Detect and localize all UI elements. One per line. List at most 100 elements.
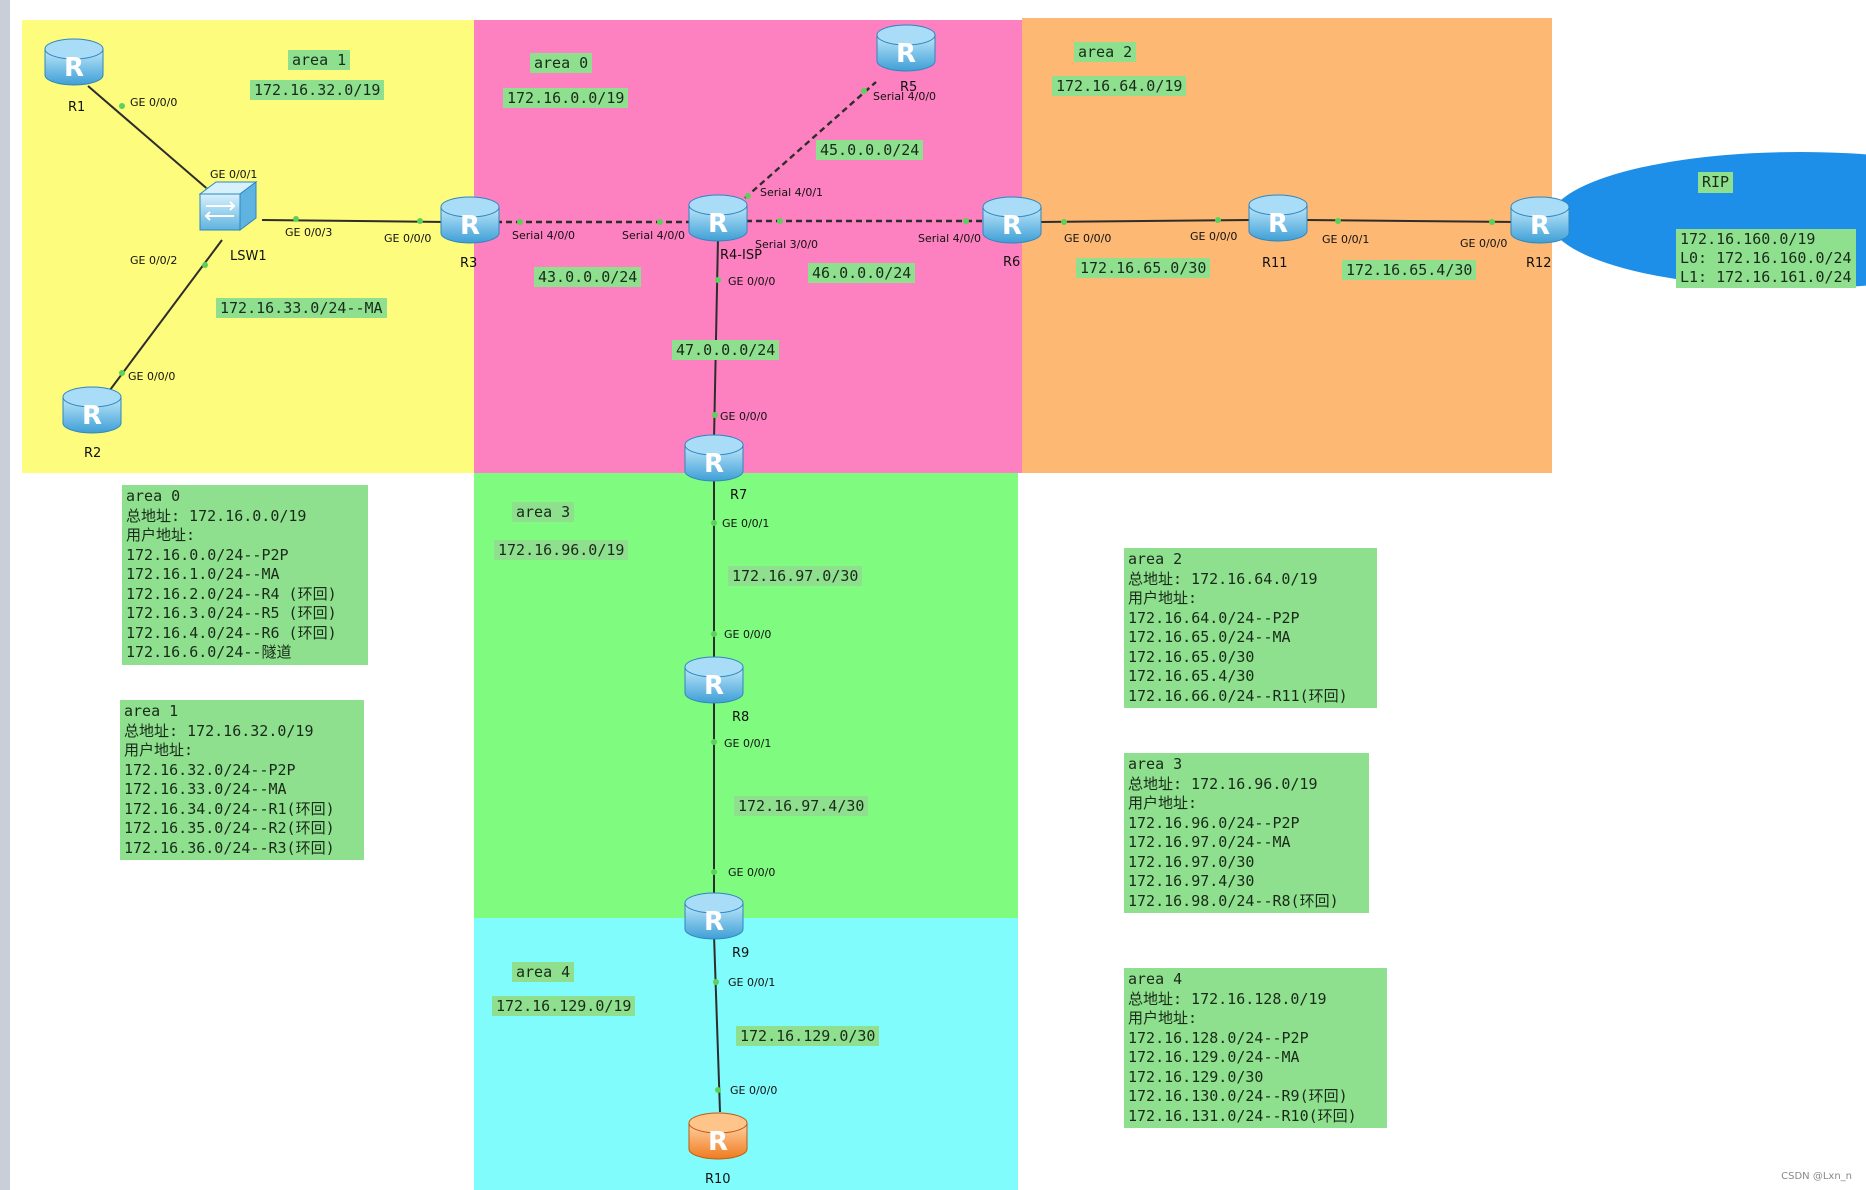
note-line: 总地址: 172.16.128.0/19 (1128, 989, 1327, 1008)
rip-details: 172.16.160.0/19 L0: 172.16.160.0/24 L1: … (1676, 229, 1856, 288)
subnet-r6-r11: 172.16.65.0/30 (1076, 258, 1211, 278)
r4-router-icon[interactable]: R (688, 194, 748, 242)
note-line: 172.16.97.0/30 (1128, 852, 1255, 871)
subnet-r11-r12: 172.16.65.4/30 (1342, 260, 1477, 280)
note-line: 用户地址: (1128, 1009, 1198, 1027)
port-label: Serial 4/0/0 (512, 229, 576, 242)
r11-router-icon[interactable]: R (1248, 194, 1308, 242)
note-line: 172.16.65.0/24--MA (1128, 628, 1291, 646)
r6-router-icon[interactable]: R (982, 196, 1042, 244)
note-line: 用户地址: (1128, 589, 1198, 607)
device-label-lsw1: LSW1 (230, 249, 267, 264)
port-label: Serial 4/0/1 (760, 186, 824, 199)
r10-router-icon[interactable]: R (688, 1112, 748, 1160)
note-line: 172.16.2.0/24--R4 (环回) (126, 584, 337, 603)
r9-router-icon[interactable]: R (684, 892, 744, 940)
window-left-border (0, 0, 10, 1190)
r12-router-icon[interactable]: R (1510, 196, 1570, 244)
port-label: GE 0/0/2 (130, 254, 178, 267)
area1-ma-subnet: 172.16.33.0/24--MA (216, 298, 387, 318)
note-line: 总地址: 172.16.32.0/19 (124, 721, 314, 740)
rip-title: RIP (1698, 172, 1734, 193)
note-line: 172.16.66.0/24--R11(环回) (1128, 686, 1348, 705)
note-line: area 4 (1128, 970, 1183, 988)
note-line: 172.16.33.0/24--MA (124, 780, 287, 798)
port-label: GE 0/0/0 (130, 96, 178, 109)
port-label: GE 0/0/1 (210, 168, 258, 181)
link-r6-r11 (1039, 219, 1251, 223)
note-line: 172.16.3.0/24--R5 (环回) (126, 604, 337, 622)
device-label-r1: R1 (68, 100, 86, 115)
port-label: GE 0/0/0 (730, 1084, 778, 1097)
lsw1-switch-icon[interactable] (198, 181, 258, 231)
r1-router-icon[interactable]: R (44, 38, 104, 86)
rip-loopback0: L0: 172.16.160.0/24 (1680, 249, 1852, 267)
area3-prefix: 172.16.96.0/19 (494, 540, 629, 560)
r8-router-icon[interactable]: R (684, 656, 744, 704)
r5-router-icon[interactable]: R (876, 24, 936, 72)
port-label: Serial 4/0/0 (622, 229, 686, 242)
note-line: 172.16.32.0/24--P2P (124, 760, 296, 779)
rip-prefix: 172.16.160.0/19 (1680, 230, 1816, 248)
area2-title: area 2 (1074, 42, 1137, 62)
svg-text:R: R (82, 401, 102, 431)
area2-prefix: 172.16.64.0/19 (1052, 76, 1187, 96)
device-label-r4: R4-ISP (720, 248, 762, 263)
note-line: 总地址: 172.16.64.0/19 (1128, 569, 1318, 588)
note-line: 总地址: 172.16.96.0/19 (1128, 774, 1318, 793)
note-line: 172.16.36.0/24--R3(环回) (124, 838, 335, 857)
area4-title: area 4 (512, 962, 575, 982)
port-label: GE 0/0/0 (384, 232, 432, 245)
subnet-r4-r6: 46.0.0.0/24 (808, 263, 916, 283)
area1-prefix: 172.16.32.0/19 (250, 80, 385, 100)
port-label: GE 0/0/0 (728, 866, 776, 879)
device-label-r10: R10 (705, 1172, 731, 1187)
note-line: 172.16.0.0/24--P2P (126, 545, 289, 564)
device-label-r12: R12 (1526, 256, 1552, 271)
note-line: area 0 (126, 487, 181, 505)
svg-text:R: R (1268, 209, 1288, 239)
port-label: GE 0/0/1 (1322, 233, 1370, 246)
subnet-r3-r4: 43.0.0.0/24 (534, 267, 642, 287)
area1-title: area 1 (288, 50, 351, 70)
note-line: area 2 (1128, 550, 1183, 568)
note-line: area 1 (124, 702, 179, 720)
device-label-r6: R6 (1003, 255, 1021, 270)
note-line: 172.16.65.4/30 (1128, 667, 1255, 685)
port-label: GE 0/0/1 (722, 517, 770, 530)
note-line: 172.16.131.0/24--R10(环回) (1128, 1106, 1357, 1125)
link-lsw1-r3 (261, 219, 447, 223)
note-line: 总地址: 172.16.0.0/19 (126, 506, 307, 525)
r3-router-icon[interactable]: R (440, 196, 500, 244)
svg-text:R: R (64, 53, 84, 83)
note-line: 172.16.129.0/30 (1128, 1067, 1264, 1086)
note-line: 172.16.97.4/30 (1128, 872, 1255, 890)
note-line: 172.16.97.0/24--MA (1128, 833, 1291, 851)
subnet-r7-r8: 172.16.97.0/30 (728, 566, 863, 586)
port-label: GE 0/0/0 (728, 275, 776, 288)
svg-text:R: R (708, 1127, 728, 1157)
link-r11-r12 (1305, 219, 1517, 223)
note-line: 172.16.65.0/30 (1128, 647, 1255, 666)
area4-prefix: 172.16.129.0/19 (492, 996, 636, 1016)
note-line: 用户地址: (126, 526, 196, 544)
note-line: 172.16.129.0/24--MA (1128, 1048, 1300, 1066)
r2-router-icon[interactable]: R (62, 386, 122, 434)
r7-router-icon[interactable]: R (684, 434, 744, 482)
port-label: GE 0/0/0 (1460, 237, 1508, 250)
device-label-r11: R11 (1262, 256, 1288, 271)
link-r4-r5 (744, 81, 877, 199)
link-r9-r10 (713, 934, 721, 1113)
subnet-r9-r10: 172.16.129.0/30 (736, 1026, 880, 1046)
device-label-r9: R9 (732, 946, 750, 961)
note-line: 172.16.6.0/24--隧道 (126, 643, 292, 661)
rip-loopback1: L1: 172.16.161.0/24 (1680, 268, 1852, 286)
note-line: 172.16.130.0/24--R9(环回) (1128, 1087, 1348, 1105)
